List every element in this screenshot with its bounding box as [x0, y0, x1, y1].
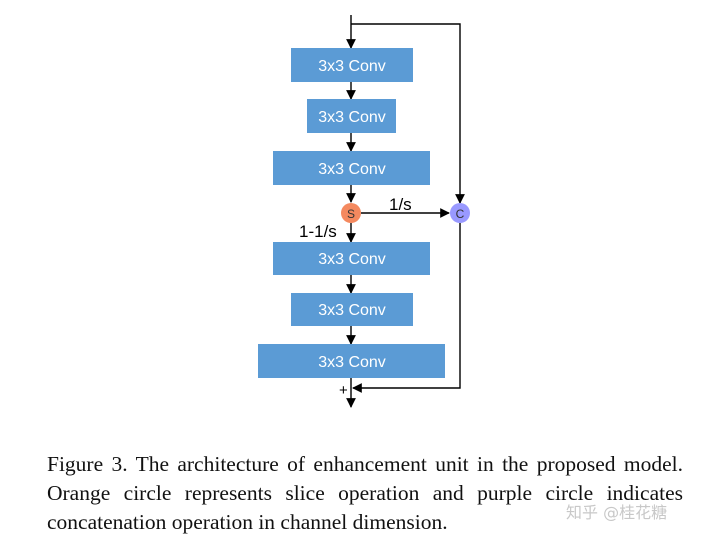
conv-label-6: 3x3 Conv	[318, 354, 386, 371]
slice-circle	[341, 203, 361, 223]
concat-symbol: C	[456, 207, 465, 221]
enhancement-unit-diagram: 3x3 Conv 3x3 Conv 3x3 Conv S 1/s 1-1/s 3…	[258, 15, 470, 408]
conv-label-1: 3x3 Conv	[318, 58, 386, 75]
conv-label-3: 3x3 Conv	[318, 161, 386, 178]
main-branch-label: 1-1/s	[299, 222, 337, 241]
watermark: 知乎 @桂花糖	[566, 503, 668, 522]
conv-block-5	[291, 293, 413, 326]
concat-to-add-arrow	[352, 223, 461, 393]
conv-block-4	[273, 242, 430, 275]
conv-block-3	[273, 151, 430, 185]
conv-label-2: 3x3 Conv	[318, 109, 386, 126]
conv-label-5: 3x3 Conv	[318, 302, 386, 319]
conv-block-2	[307, 99, 396, 133]
conv-block-6	[258, 344, 445, 378]
concat-circle	[450, 203, 470, 223]
add-symbol: +	[339, 382, 348, 399]
slice-branch-label: 1/s	[389, 195, 412, 214]
figure-caption: Figure 3. The architecture of enhancemen…	[47, 452, 683, 534]
skip-connection-line	[351, 23, 465, 204]
conv-label-4: 3x3 Conv	[318, 251, 386, 268]
conv-block-1	[291, 48, 413, 82]
slice-symbol: S	[347, 207, 355, 221]
